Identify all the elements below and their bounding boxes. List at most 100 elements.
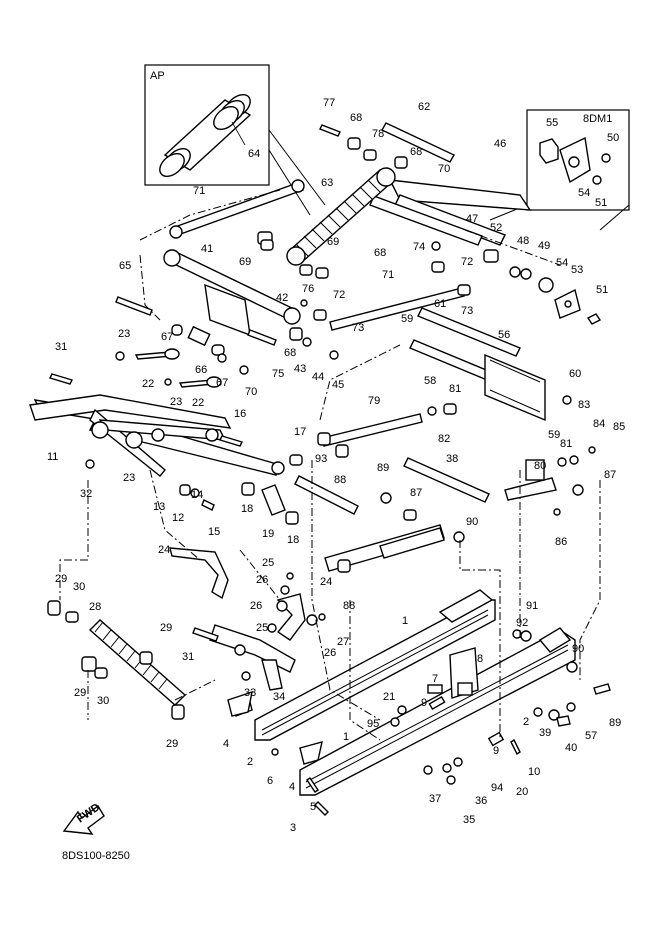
callout-61: 61	[434, 298, 446, 310]
callout-87: 87	[410, 487, 422, 499]
front-shock-absorber	[47, 600, 187, 720]
callout-79: 79	[368, 395, 380, 407]
callout-55: 55	[546, 117, 558, 129]
callout-5: 5	[310, 801, 316, 813]
callout-16: 16	[234, 408, 246, 420]
callout-72: 72	[461, 256, 473, 268]
inset-8dm1-label: 8DM1	[583, 113, 612, 125]
callout-13: 13	[153, 501, 165, 513]
callout-81: 81	[560, 438, 572, 450]
callout-68: 68	[284, 347, 296, 359]
callout-73: 73	[461, 305, 473, 317]
callout-25: 25	[262, 557, 274, 569]
callout-53: 53	[571, 264, 583, 276]
callout-32: 32	[80, 488, 92, 500]
callout-43: 43	[294, 363, 306, 375]
callout-6: 6	[267, 775, 273, 787]
callout-8: 8	[477, 653, 483, 665]
reference-lines	[59, 189, 601, 741]
callout-94: 94	[491, 782, 503, 794]
callout-22: 22	[192, 397, 204, 409]
callout-90: 90	[572, 643, 584, 655]
callout-20: 20	[516, 786, 528, 798]
callout-58: 58	[424, 375, 436, 387]
callout-56: 56	[498, 329, 510, 341]
callout-51: 51	[596, 284, 608, 296]
callout-37: 37	[429, 793, 441, 805]
callout-72: 72	[333, 289, 345, 301]
callout-66: 66	[195, 364, 207, 376]
callout-50: 50	[607, 132, 619, 144]
callout-57: 57	[585, 730, 597, 742]
callout-15: 15	[208, 526, 220, 538]
callout-33: 33	[244, 687, 256, 699]
callout-35: 35	[463, 814, 475, 826]
callout-31: 31	[55, 341, 67, 353]
callout-26: 26	[250, 600, 262, 612]
callout-22: 22	[142, 378, 154, 390]
inset-ap-label: AP	[150, 70, 165, 82]
callout-88: 88	[334, 474, 346, 486]
callout-77: 77	[323, 97, 335, 109]
callout-74: 74	[413, 241, 425, 253]
callout-10: 10	[528, 766, 540, 778]
callout-88: 88	[343, 600, 355, 612]
callout-29: 29	[55, 573, 67, 585]
callout-18: 18	[241, 503, 253, 515]
callout-40: 40	[565, 742, 577, 754]
callout-68: 68	[374, 247, 386, 259]
callout-23: 23	[170, 396, 182, 408]
callout-7: 7	[432, 673, 438, 685]
callout-24: 24	[320, 576, 332, 588]
callout-73: 73	[352, 322, 364, 334]
rear-shock-absorber	[286, 167, 396, 266]
callout-49: 49	[538, 240, 550, 252]
fwd-arrow-icon: FWD	[62, 801, 105, 835]
callout-38: 38	[446, 453, 458, 465]
callout-81: 81	[449, 383, 461, 395]
callout-27: 27	[337, 636, 349, 648]
callout-76: 76	[302, 283, 314, 295]
callout-29: 29	[74, 687, 86, 699]
callout-23: 23	[123, 472, 135, 484]
callout-23: 23	[118, 328, 130, 340]
callout-71: 71	[193, 185, 205, 197]
callout-70: 70	[438, 163, 450, 175]
callout-68: 68	[410, 146, 422, 158]
callout-60: 60	[569, 368, 581, 380]
callout-85: 85	[613, 421, 625, 433]
callout-69: 69	[239, 256, 251, 268]
callout-62: 62	[418, 101, 430, 113]
callout-2: 2	[247, 756, 253, 768]
callout-12: 12	[172, 512, 184, 524]
callout-65: 65	[119, 260, 131, 272]
inset-ap: AP	[144, 64, 326, 216]
callout-2: 2	[523, 716, 529, 728]
callout-19: 19	[262, 528, 274, 540]
callout-71: 71	[382, 269, 394, 281]
callout-84: 84	[593, 418, 605, 430]
callout-67: 67	[216, 377, 228, 389]
inset-8dm1: 8DM1	[489, 109, 630, 231]
callout-21: 21	[383, 691, 395, 703]
callout-47: 47	[466, 213, 478, 225]
callout-78: 78	[372, 128, 384, 140]
upper-assembly	[115, 122, 602, 375]
callout-44: 44	[312, 371, 324, 383]
callout-30: 30	[97, 695, 109, 707]
callout-51: 51	[595, 197, 607, 209]
callout-75: 75	[272, 368, 284, 380]
callout-87: 87	[604, 469, 616, 481]
callout-26: 26	[324, 647, 336, 659]
callout-1: 1	[343, 731, 349, 743]
callout-4: 4	[289, 781, 295, 793]
callout-54: 54	[556, 257, 568, 269]
boot-part	[159, 93, 252, 178]
callout-26: 26	[256, 574, 268, 586]
callout-90: 90	[466, 516, 478, 528]
inset-ap-frame	[144, 64, 270, 186]
callout-39: 39	[539, 727, 551, 739]
callout-4: 4	[223, 738, 229, 750]
callout-86: 86	[555, 536, 567, 548]
